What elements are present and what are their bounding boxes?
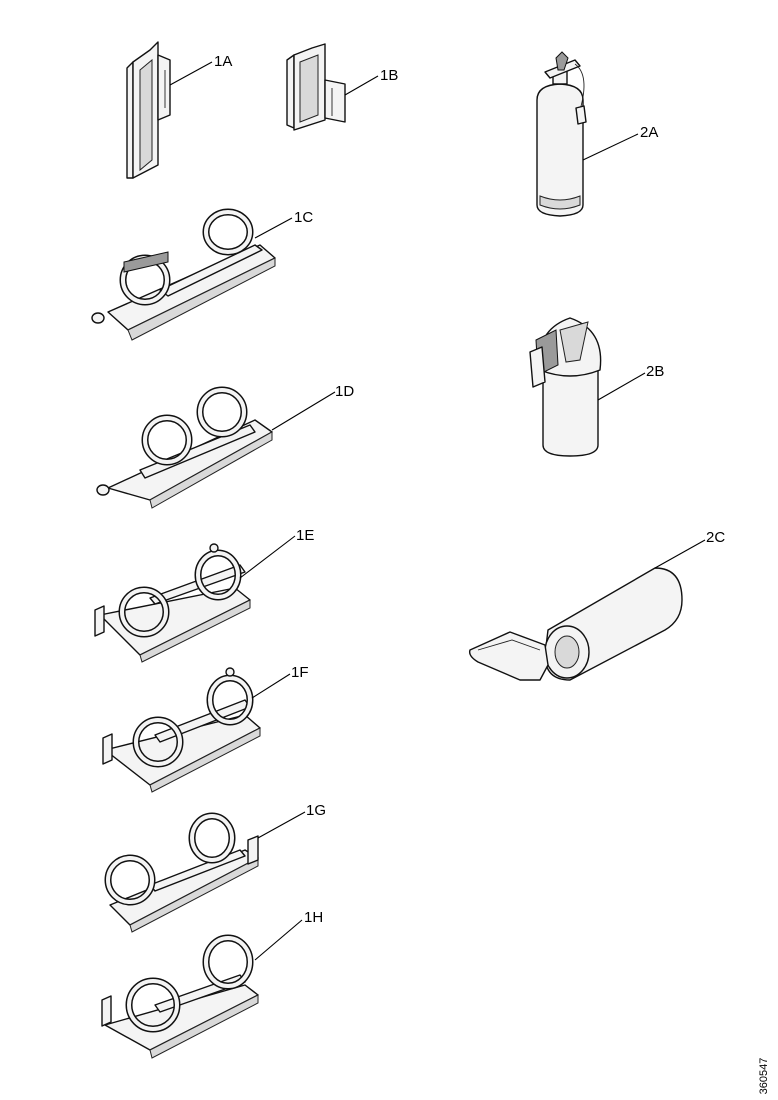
callout-1a: 1A [169,53,232,86]
part-1b-bracket [286,43,346,131]
callout-1e: 1E [239,527,314,579]
callout-2a: 2A [582,124,658,161]
label-1g: 1G [306,802,326,819]
callout-1b: 1B [344,67,398,96]
part-1e-holder [94,543,251,663]
part-1a-bracket [126,41,171,179]
label-1e: 1E [296,527,314,544]
callout-2b: 2B [597,363,664,401]
label-1b: 1B [380,67,398,84]
label-1d: 1D [335,383,354,400]
part-2b-extinguisher [529,317,602,457]
callout-1g: 1G [257,802,326,839]
label-1a: 1A [214,53,232,70]
callout-2c: 2C [654,529,725,569]
part-1g-holder [104,812,259,933]
callout-1d: 1D [271,383,354,431]
label-1c: 1C [294,209,313,226]
label-1f: 1F [291,664,309,681]
reference-number: 360547 [752,1050,772,1100]
callout-1h: 1H [254,909,323,961]
part-2c-extinguisher [468,567,683,681]
callout-1f: 1F [251,664,309,699]
part-1f-holder [102,667,261,793]
label-2c: 2C [706,529,725,546]
part-1h-holder [101,934,259,1059]
part-2a-extinguisher [536,51,587,217]
reference-number-text: 360547 [758,1057,770,1095]
label-1h: 1H [304,909,323,926]
label-2b: 2B [646,363,664,380]
callout-1c: 1C [254,209,313,239]
part-1c-holder [91,208,276,341]
label-2a: 2A [640,124,658,141]
part-1d-holder [96,386,273,509]
